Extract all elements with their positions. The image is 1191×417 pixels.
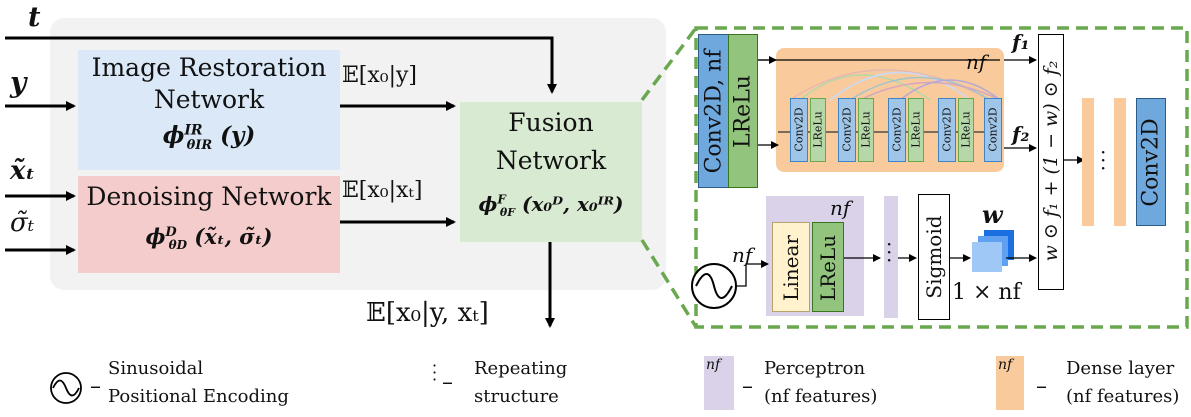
input-y-label: y [10,66,27,99]
e-given-y-label: 𝔼[x₀|y] [342,63,418,88]
w-label: w [982,200,1003,229]
dense-lrelu-2-label: LReLu [859,111,873,148]
dense-conv-3-label: Conv2D [890,107,904,152]
dense-nf-label: nf [966,50,987,74]
dense-stack-2 [1114,98,1126,226]
f1-label: f₁ [1012,30,1030,54]
denoising-formula: ϕDθD (x̃ₜ, σ̃ₜ) [145,224,273,253]
dense-lrelu-4-label: LReLu [959,111,973,148]
t-arrow [5,36,557,94]
dense-lrelu-1-label: LReLu [811,111,825,148]
fusion-network-box [460,102,642,242]
dense-conv-4-label: Conv2D [940,107,954,152]
perceptron-nf-label: nf [830,196,851,220]
dense-lrelu-1 [810,98,826,162]
dense-conv-1-label: Conv2D [792,107,806,152]
legend-perceptron-nf: nf [706,357,721,373]
dense-conv-5 [984,98,1002,162]
sigmoid-block [918,194,950,320]
legend-dash-4: – [1036,374,1047,399]
dense-conv-5-label: Conv2D [986,107,1000,152]
dense-conv-3 [888,98,906,162]
dense-lrelu-3 [908,98,924,162]
dense-conv-2-label: Conv2D [840,107,854,152]
detail-conv2d-block [698,34,730,188]
e-given-xt-label: 𝔼[x₀|xₜ] [342,178,423,203]
fusion-title-line2: Network [495,146,607,175]
main-arrows [5,36,557,328]
perceptron-lrelu-block [812,222,844,312]
dense-conv-1 [790,98,808,162]
legend-perceptron-swatch [704,356,734,410]
legend-repeat-dots: ··· [432,356,438,389]
combine-box [1038,34,1064,290]
dense-lrelu-2 [858,98,874,162]
conv2d-output-label: Conv2D [1138,118,1164,207]
legend-dense-line2: (nf features) [1066,386,1180,407]
input-t-label: t [28,2,41,33]
one-x-nf-label: 1 × nf [952,280,1021,305]
w-square-front [972,242,1002,272]
legend-sinusoidal-line1: Sinusoidal [108,358,204,379]
legend-repeating-line2: structure [474,386,559,407]
input-sigma-label: σ̃ₜ [10,208,35,238]
perceptron-stack [884,196,898,318]
denoising-network-box [78,176,340,273]
legend-dash-2: – [442,370,453,395]
detail-frame [640,26,1189,329]
legend-perceptron-line1: Perceptron [764,358,866,379]
dense-lrelu-3-label: LReLu [909,111,923,148]
legend-dense-line1: Dense layer [1066,358,1175,379]
detail-lrelu-block [728,34,758,188]
ir-network-box [78,50,340,170]
ir-title-line1: Image Restoration [91,53,327,82]
input-xt-label: x̃ₜ [10,156,36,186]
legend-dash-3: – [742,374,753,399]
sinusoid-nf-label: nf [732,243,753,267]
fusion-formula: ϕFθF (x₀ᴰ, x₀ᴵᴿ) [478,192,624,219]
repeat-dots-right: ··· [1100,140,1107,180]
output-label: 𝔼[x₀|y, xₜ] [366,298,489,328]
legend-sinusoid-icon [50,372,82,404]
fusion-title-line1: Fusion [508,108,594,137]
lower-arrows [691,254,1037,309]
f2-label: f₂ [1012,122,1030,146]
ir-formula: ϕIRθIR (y) [162,122,256,153]
dense-lrelu-4 [958,98,974,162]
dense-conv-4 [938,98,956,162]
legend-repeating-line1: Repeating [474,358,568,379]
dense-stack-1 [1082,98,1094,226]
dense-connections [758,56,1085,164]
legend-perceptron-line2: (nf features) [764,386,878,407]
ir-title-line2: Network [153,85,265,114]
legend-dense-nf: nf [998,357,1013,373]
dense-conv-2 [838,98,856,162]
repeat-dots-mid: ··· [886,232,893,272]
conv2d-output-block [1136,98,1166,226]
linear-block [772,222,810,312]
legend-dash-1: – [90,374,101,399]
denoising-title: Denoising Network [86,182,332,211]
legend-dense-swatch [996,356,1024,410]
legend-sinusoidal-line2: Positional Encoding [108,386,289,407]
